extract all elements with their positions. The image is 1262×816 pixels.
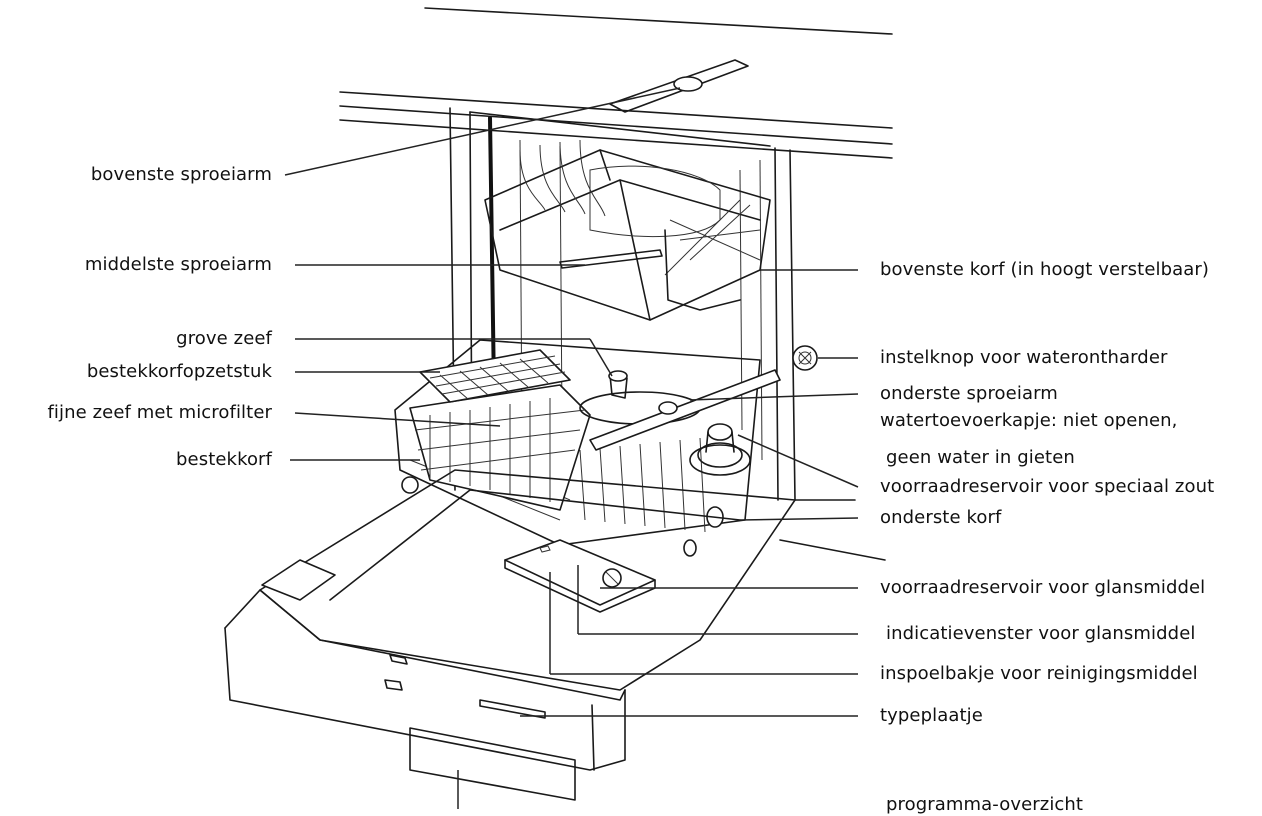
label-watertoevoer-line1: watertoevoerkapje: niet openen, xyxy=(880,410,1178,431)
leader-lines-right xyxy=(457,269,859,809)
label-fijne-zeef: fijne zeef met microfilter xyxy=(47,402,272,423)
salt-reservoir-cap xyxy=(689,423,751,476)
upper-spray-arm xyxy=(609,59,749,113)
countertop xyxy=(339,7,893,159)
label-middelste-sproeiarm: middelste sproeiarm xyxy=(84,254,272,275)
label-voorraad-glansmiddel: voorraadreservoir voor glansmiddel xyxy=(880,577,1206,598)
label-inspoelbakje: inspoelbakje voor reinigingsmiddel xyxy=(880,663,1198,684)
upper-basket xyxy=(484,139,771,321)
label-voorraad-zout: voorraadreservoir voor speciaal zout xyxy=(880,476,1215,497)
label-programma-overzicht: programma-overzicht xyxy=(886,794,1084,815)
door xyxy=(224,469,796,801)
cutlery-basket xyxy=(409,384,591,511)
cutlery-basket-insert xyxy=(419,349,571,403)
label-indicatievenster: indicatievenster voor glansmiddel xyxy=(886,623,1196,644)
dispenser xyxy=(504,539,656,613)
label-grove-zeef: grove zeef xyxy=(176,328,272,349)
label-instelknop: instelknop voor waterontharder xyxy=(880,347,1168,368)
water-softener-knob xyxy=(792,345,818,371)
label-bovenste-sproeiarm: bovenste sproeiarm xyxy=(90,164,272,185)
label-bestekkorfopzetstuk: bestekkorfopzetstuk xyxy=(86,361,272,382)
label-onderste-korf: onderste korf xyxy=(880,507,1002,528)
middle-spray-arm xyxy=(559,249,663,269)
label-onderste-sproeiarm: onderste sproeiarm xyxy=(880,383,1058,404)
label-typeplaatje: typeplaatje xyxy=(880,705,983,726)
leader-lines-left xyxy=(284,87,681,461)
label-bovenste-korf: bovenste korf (in hoogt verstelbaar) xyxy=(880,259,1209,280)
label-watertoevoer-line2: geen water in gieten xyxy=(886,447,1075,468)
label-bestekkorf: bestekkorf xyxy=(176,449,272,470)
lower-spray-arm xyxy=(589,369,781,451)
